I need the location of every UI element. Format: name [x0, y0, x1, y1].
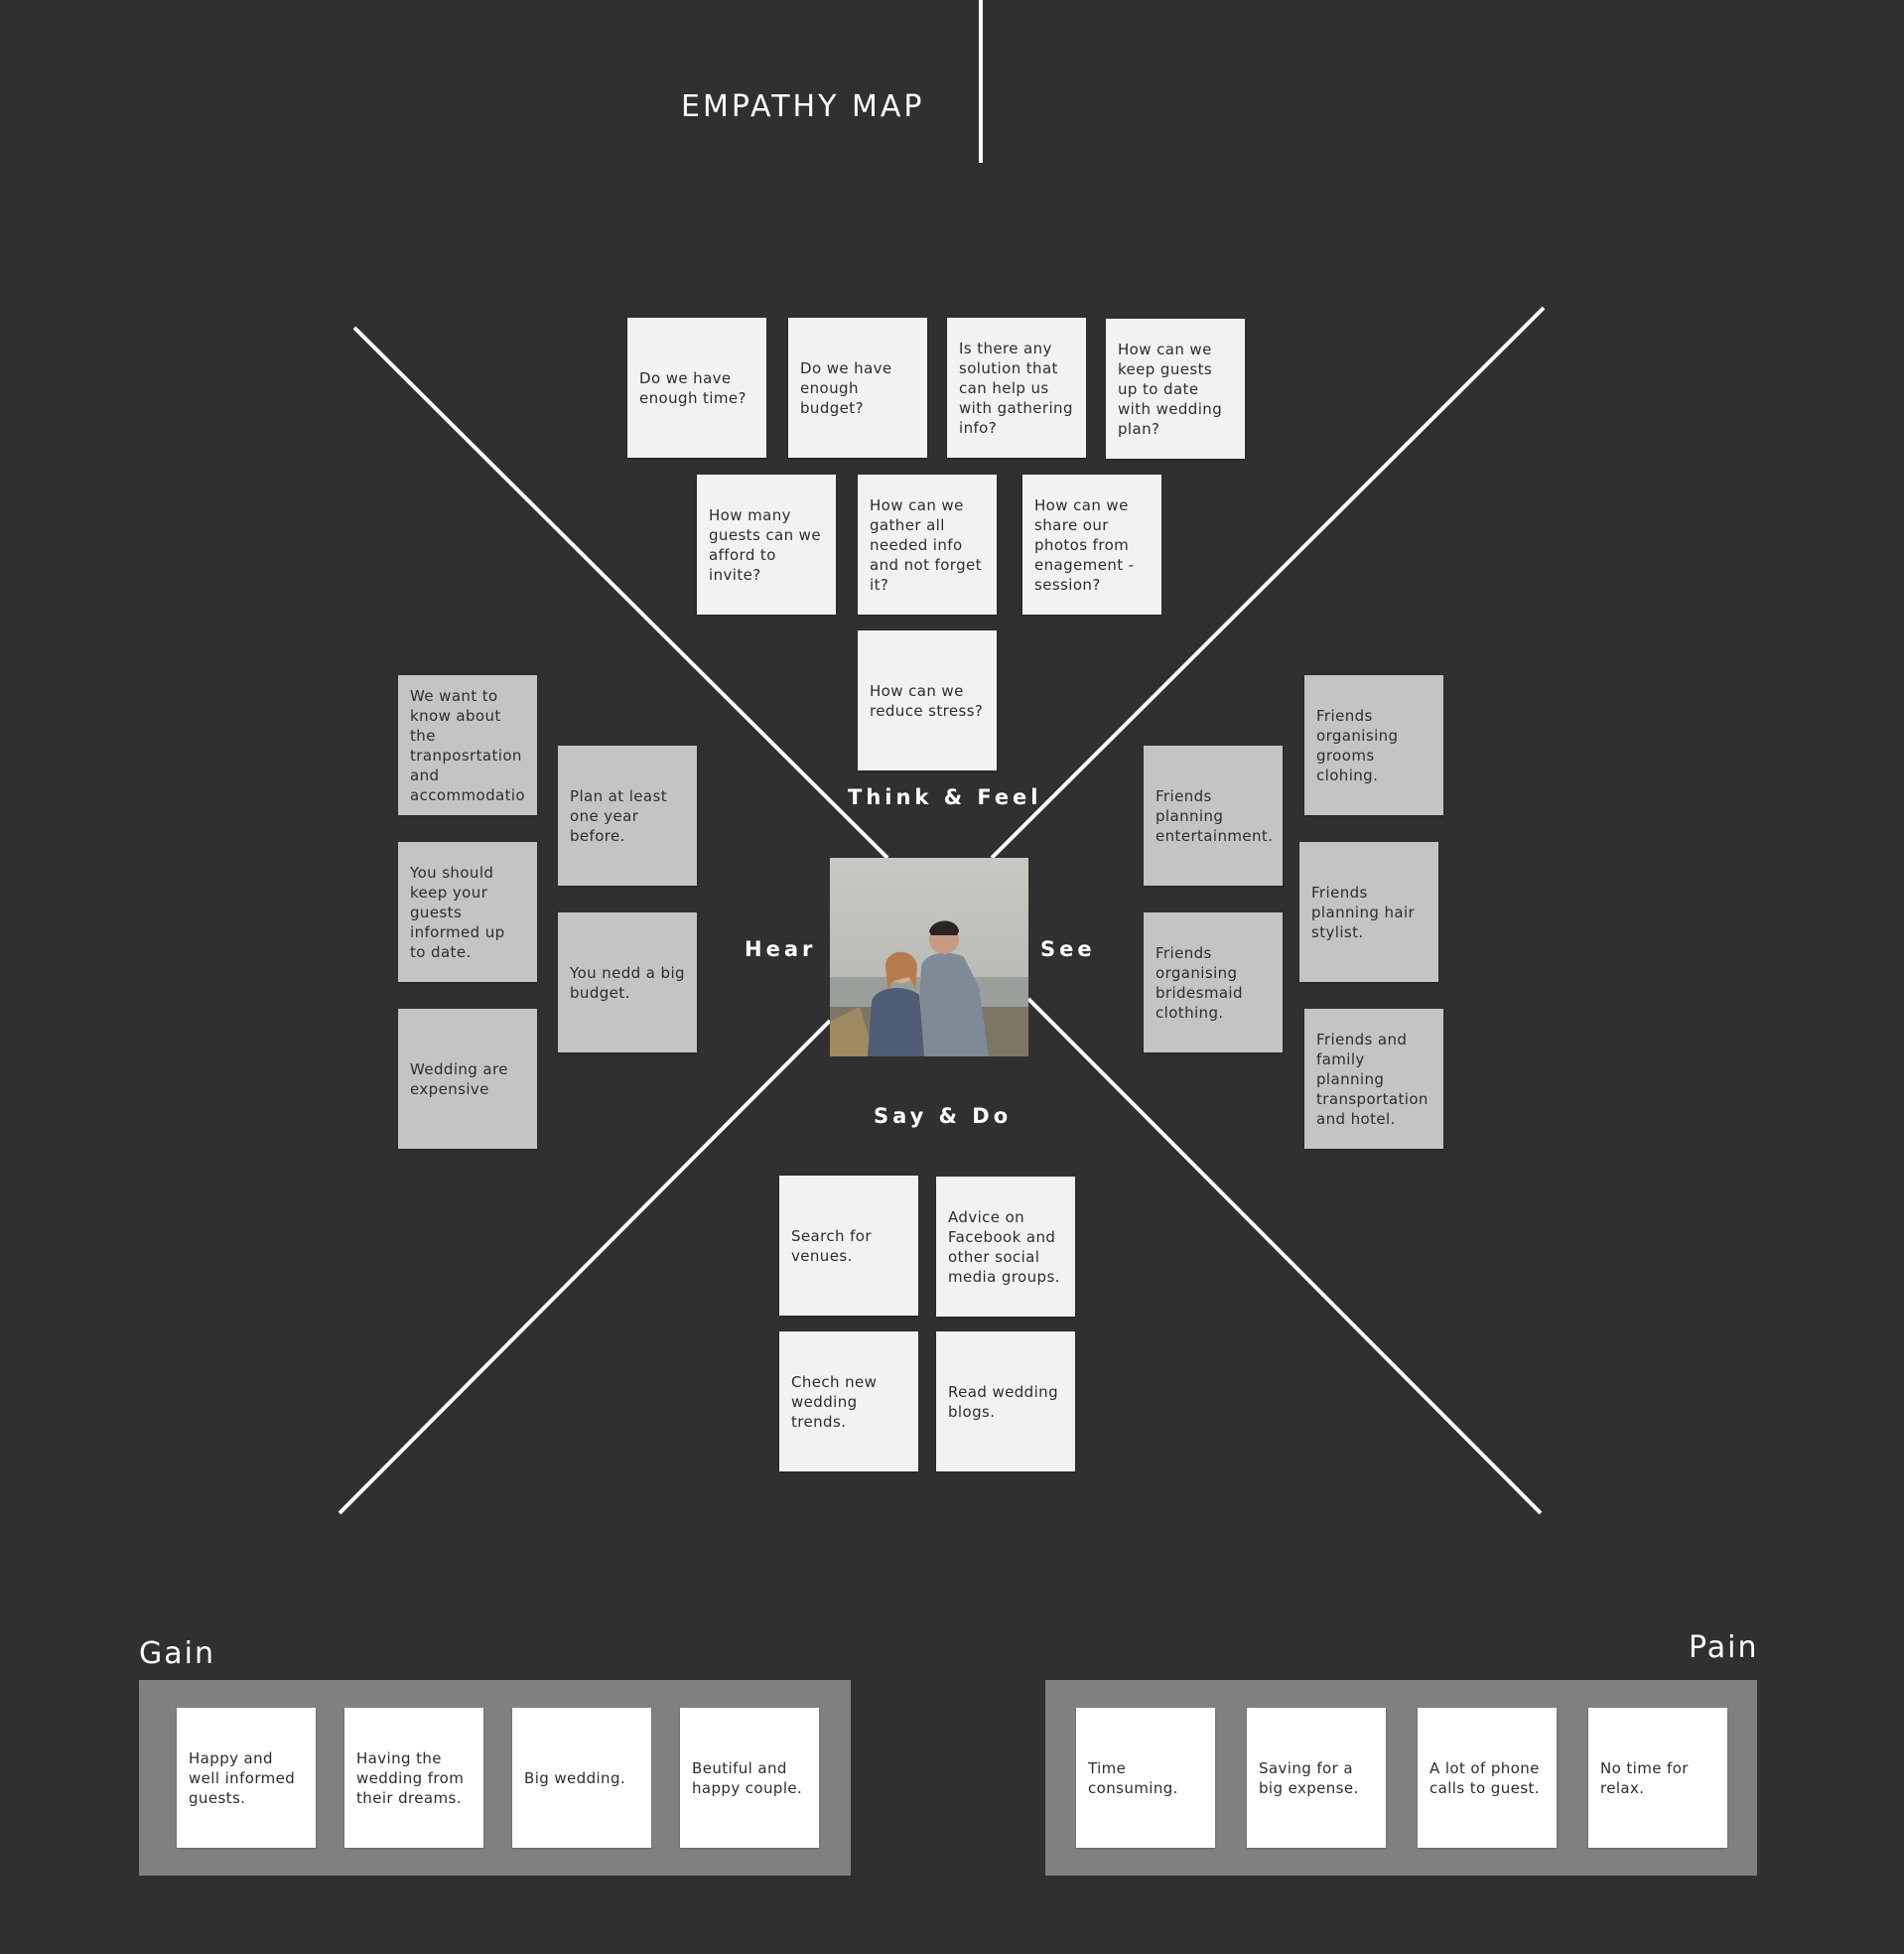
diagonal-line-top-left — [352, 326, 889, 860]
pain-label: Pain — [1689, 1630, 1759, 1665]
note-text: Do we have enough budget? — [800, 358, 892, 417]
see-note[interactable]: Friends organising bridesmaid clothing. — [1144, 912, 1283, 1052]
note-text: Chech new wedding trends. — [791, 1372, 878, 1431]
note-text: Friends organising grooms clohing. — [1316, 706, 1399, 784]
think-feel-note[interactable]: How can we share our photos from enageme… — [1022, 475, 1161, 615]
think-feel-note[interactable]: How can we keep guests up to date with w… — [1106, 319, 1245, 459]
note-text: Friends organising bridesmaid clothing. — [1156, 943, 1243, 1022]
note-text: Beutiful and happy couple. — [692, 1758, 803, 1797]
think-feel-label: Think & Feel — [848, 785, 1042, 809]
pain-note[interactable]: A lot of phone calls to guest. — [1418, 1708, 1557, 1848]
gain-note[interactable]: Having the wedding from their dreams. — [344, 1708, 483, 1848]
see-label: See — [1040, 937, 1096, 961]
note-text: Wedding are expensive — [410, 1059, 508, 1098]
note-text: Having the wedding from their dreams. — [356, 1748, 465, 1807]
note-text: How can we keep guests up to date with w… — [1118, 340, 1223, 438]
note-text: Saving for a big expense. — [1259, 1758, 1359, 1797]
say-do-note[interactable]: Chech new wedding trends. — [779, 1331, 918, 1471]
note-text: Is there any solution that can help us w… — [959, 339, 1073, 437]
gain-note[interactable]: Happy and well informed guests. — [177, 1708, 316, 1848]
note-text: A lot of phone calls to guest. — [1429, 1758, 1540, 1797]
note-text: Read wedding blogs. — [948, 1382, 1058, 1421]
pain-note[interactable]: Saving for a big expense. — [1247, 1708, 1386, 1848]
couple-photo — [830, 858, 1028, 1056]
hear-note[interactable]: Plan at least one year before. — [558, 746, 697, 886]
hear-note[interactable]: You should keep your guests informed up … — [398, 842, 537, 982]
note-text: How can we gather all needed info and no… — [870, 495, 982, 594]
gain-label: Gain — [139, 1636, 215, 1671]
gain-note[interactable]: Big wedding. — [512, 1708, 651, 1848]
note-text: How can we share our photos from enageme… — [1034, 495, 1135, 594]
note-text: Advice on Facebook and other social medi… — [948, 1207, 1060, 1286]
note-text: How can we reduce stress? — [870, 681, 984, 720]
note-text: Friends planning entertainment. — [1156, 786, 1274, 845]
hear-note[interactable]: Wedding are expensive — [398, 1009, 537, 1149]
note-text: Happy and well informed guests. — [189, 1748, 296, 1807]
think-feel-note[interactable]: How can we reduce stress? — [858, 630, 997, 770]
note-text: Big wedding. — [524, 1768, 626, 1787]
note-text: Time consuming. — [1088, 1758, 1178, 1797]
think-feel-note[interactable]: Do we have enough time? — [627, 318, 766, 458]
hear-note[interactable]: We want to know about the tranposrtation… — [398, 675, 537, 815]
note-text: We want to know about the tranposrtation… — [410, 686, 526, 804]
pain-note[interactable]: Time consuming. — [1076, 1708, 1215, 1848]
note-text: How many guests can we afford to invite? — [709, 505, 821, 584]
hear-note[interactable]: You nedd a big budget. — [558, 912, 697, 1052]
see-note[interactable]: Friends planning entertainment. — [1144, 746, 1283, 886]
page-title: EMPATHY MAP — [681, 89, 925, 124]
think-feel-note[interactable]: How many guests can we afford to invite? — [697, 475, 836, 615]
note-text: You should keep your guests informed up … — [410, 863, 505, 961]
see-note[interactable]: Friends organising grooms clohing. — [1304, 675, 1443, 815]
think-feel-note[interactable]: Is there any solution that can help us w… — [947, 318, 1086, 458]
see-note[interactable]: Friends and family planning transportati… — [1304, 1009, 1443, 1149]
think-feel-note[interactable]: Do we have enough budget? — [788, 318, 927, 458]
say-do-note[interactable]: Read wedding blogs. — [936, 1331, 1075, 1471]
see-note[interactable]: Friends planning hair stylist. — [1299, 842, 1438, 982]
note-text: Do we have enough time? — [639, 368, 747, 407]
note-text: Plan at least one year before. — [570, 786, 668, 845]
diagonal-line-top-right — [990, 306, 1546, 860]
say-do-note[interactable]: Advice on Facebook and other social medi… — [936, 1177, 1075, 1317]
pain-note[interactable]: No time for relax. — [1588, 1708, 1727, 1848]
hear-label: Hear — [745, 937, 817, 961]
note-text: Friends and family planning transportati… — [1316, 1030, 1428, 1128]
note-text: No time for relax. — [1600, 1758, 1689, 1797]
think-feel-note[interactable]: How can we gather all needed info and no… — [858, 475, 997, 615]
diagonal-line-bottom-right — [1026, 997, 1543, 1515]
say-do-note[interactable]: Search for venues. — [779, 1176, 918, 1316]
note-text: Friends planning hair stylist. — [1311, 883, 1416, 941]
say-do-label: Say & Do — [874, 1104, 1013, 1128]
note-text: Search for venues. — [791, 1226, 872, 1265]
note-text: You nedd a big budget. — [570, 963, 685, 1002]
gain-note[interactable]: Beutiful and happy couple. — [680, 1708, 819, 1848]
diagonal-line-bottom-left — [338, 1019, 832, 1515]
